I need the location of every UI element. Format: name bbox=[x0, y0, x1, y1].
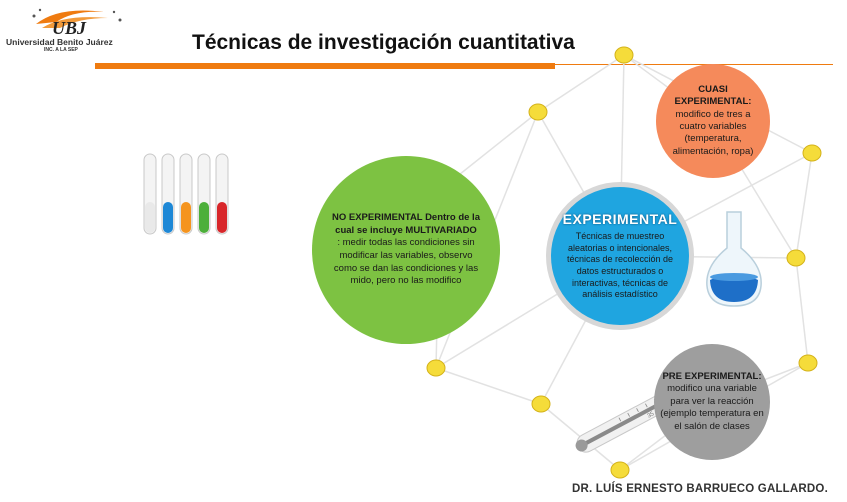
pre-experimental-heading: PRE EXPERIMENTAL: bbox=[662, 371, 762, 383]
logo-text: Universidad Benito Juárez bbox=[6, 37, 113, 47]
page-title: Técnicas de investigación cuantitativa bbox=[192, 31, 575, 54]
no-experimental-circle: NO EXPERIMENTAL Dentro de la cual se inc… bbox=[312, 156, 500, 344]
no-experimental-body: : medir todas las condiciones sin modifi… bbox=[333, 237, 479, 287]
no-experimental-heading: NO EXPERIMENTAL Dentro de la cual se inc… bbox=[332, 212, 480, 236]
cuasi-experimental-heading: CUASI EXPERIMENTAL: bbox=[674, 83, 752, 108]
author-credit: DR. LUÍS ERNESTO BARRUECO GALLARDO. bbox=[572, 483, 828, 495]
university-logo: UBJ bbox=[32, 8, 122, 38]
title-underline-bar bbox=[95, 63, 555, 69]
pre-experimental-circle: PRE EXPERIMENTAL: modifico una variable … bbox=[654, 344, 770, 460]
logo-subtext: INC. A LA SEP bbox=[44, 47, 78, 53]
experimental-body: Técnicas de muestreo aleatorias o intenc… bbox=[566, 230, 674, 300]
svg-text:35: 35 bbox=[647, 411, 656, 420]
title-underline-line bbox=[555, 64, 833, 65]
test-tubes-image bbox=[143, 153, 229, 235]
pre-experimental-body: modifico una variable para ver la reacci… bbox=[660, 383, 764, 432]
svg-text:UBJ: UBJ bbox=[52, 18, 87, 38]
experimental-circle: EXPERIMENTAL Técnicas de muestreo aleato… bbox=[546, 182, 694, 330]
cuasi-experimental-body: modifico de tres a cuatro variables (tem… bbox=[672, 108, 754, 157]
flask-image bbox=[706, 211, 762, 307]
experimental-heading: EXPERIMENTAL bbox=[562, 210, 678, 227]
cuasi-experimental-circle: CUASI EXPERIMENTAL: modifico de tres a c… bbox=[656, 64, 770, 178]
